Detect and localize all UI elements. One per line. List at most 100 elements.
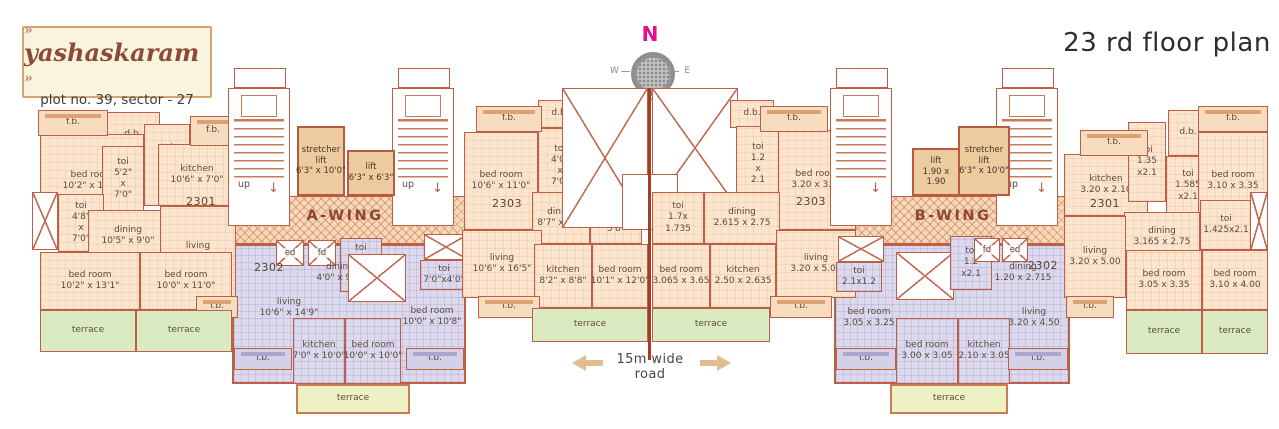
shaft-ed-b: ed bbox=[1002, 238, 1028, 262]
fb-a-right: f.b. bbox=[406, 348, 464, 370]
compass-tick-west bbox=[621, 71, 630, 72]
fb-c-top: f.b. bbox=[476, 106, 542, 132]
shaft-fd-b: fd bbox=[974, 238, 1000, 262]
staircase-b-left: ↓ bbox=[830, 88, 892, 226]
fb-b-right: f.b. bbox=[1008, 348, 1068, 370]
stair-down-arrow-icon: ↓ bbox=[870, 181, 881, 196]
fb-c-top-label: f.b. bbox=[502, 113, 516, 124]
stair-treads bbox=[836, 119, 886, 180]
terrace-right-1-label: terrace bbox=[1147, 326, 1181, 337]
stair-down-arrow-icon: ↓ bbox=[432, 181, 443, 196]
flat-number-2301-a: 2301 bbox=[178, 194, 224, 210]
duct-a2 bbox=[398, 68, 450, 88]
compass-east-label: E bbox=[684, 66, 690, 76]
b-wing-label: B-WING bbox=[898, 205, 1008, 227]
terrace-left-1-label: terrace bbox=[71, 325, 105, 336]
shaft-ed-a-label: ed bbox=[282, 247, 298, 259]
duct-a1 bbox=[234, 68, 286, 88]
shaft-fd-b-label: fd bbox=[980, 244, 994, 256]
duct-b2 bbox=[1002, 68, 1054, 88]
b-wing-label-label: B-WING bbox=[914, 207, 992, 224]
staircase-b-right-label: up bbox=[1006, 179, 1019, 191]
fb-r-top-label: f.b. bbox=[787, 113, 801, 124]
flat-number-2302-b-label: 2302 bbox=[1028, 259, 1058, 273]
terrace-c-right-label: terrace bbox=[694, 319, 728, 330]
db-center-left-label: d.b. bbox=[551, 108, 569, 119]
flat-number-2301-b: 2301 bbox=[1082, 196, 1128, 212]
stair-treads bbox=[398, 119, 448, 180]
fb-left-right-label: f.b. bbox=[206, 125, 220, 136]
stair-down-arrow-icon: ↓ bbox=[1036, 181, 1047, 196]
terrace-c-right: terrace bbox=[652, 308, 770, 342]
road-arrow-left-icon bbox=[572, 355, 603, 371]
logo-title: » yashaskaram » bbox=[24, 22, 200, 86]
fb-right-left-label: f.b. bbox=[1107, 137, 1121, 148]
compass-north-label: N bbox=[641, 22, 659, 46]
fb-right-left: f.b. bbox=[1080, 130, 1148, 156]
db-right-label: d.b. bbox=[1179, 127, 1197, 138]
duct-b1 bbox=[836, 68, 888, 88]
flat-number-2301-a-label: 2301 bbox=[186, 195, 216, 209]
fb-a-right-label: f.b. bbox=[428, 353, 442, 364]
shaft-fd-a-label: fd bbox=[315, 247, 329, 259]
flat-number-2303-a-label: 2303 bbox=[492, 197, 522, 211]
stair-treads bbox=[1002, 119, 1052, 180]
fb-b-left: f.b. bbox=[836, 348, 896, 370]
compass-tick-east bbox=[670, 71, 679, 72]
terrace-left-2-label: terrace bbox=[167, 325, 201, 336]
flat-number-2302-b: 2302 bbox=[1020, 258, 1066, 274]
stair-down-arrow-icon: ↓ bbox=[268, 181, 279, 196]
flat-number-2301-b-label: 2301 bbox=[1090, 197, 1120, 211]
terrace-b-wing-label: terrace bbox=[932, 393, 966, 404]
terrace-a-wing: terrace bbox=[296, 384, 410, 414]
terrace-b-wing: terrace bbox=[890, 384, 1008, 414]
page-title: 23 rd floor plan bbox=[1063, 28, 1271, 58]
center-divider-line bbox=[648, 88, 651, 360]
fb-a-left: f.b. bbox=[234, 348, 292, 370]
db-center-right-label: d.b. bbox=[743, 108, 761, 119]
